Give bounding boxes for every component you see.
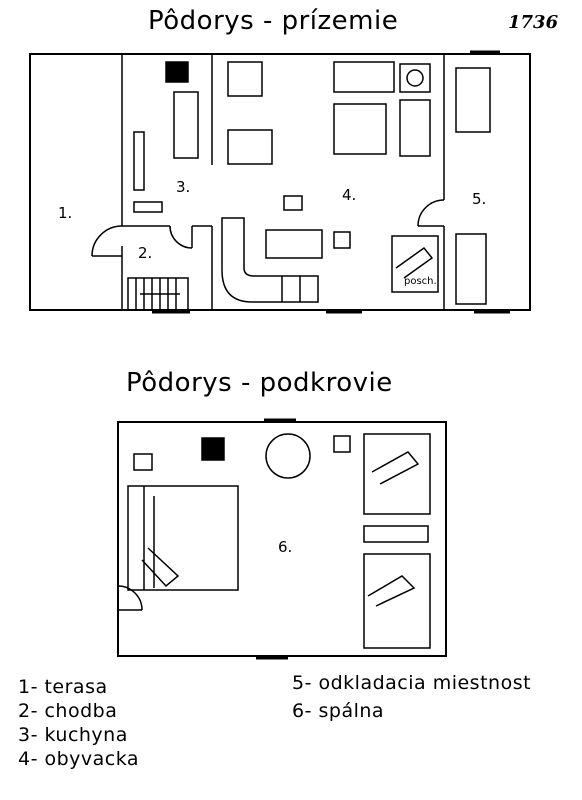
stool-2: [333, 231, 351, 249]
bed-label: posch.: [404, 276, 437, 287]
table-large: [333, 103, 387, 155]
door-storage: [417, 199, 445, 227]
sofa-top: [333, 61, 395, 93]
storage-shelf-2: [455, 233, 487, 305]
legend-item-odkladacia-miestnost: 5- odkladacia miestnost: [292, 672, 532, 694]
room-label-3: 3.: [176, 178, 190, 196]
attic-plan: 6.: [117, 418, 447, 660]
nightstand: [363, 525, 429, 543]
legend-left: 1- terasa 2- chodba 3- kuchyna 4- obyvac…: [18, 676, 139, 772]
door-kitchen: [169, 225, 193, 249]
legend-item-obyvacka: 4- obyvacka: [18, 748, 140, 770]
armchair-2: [227, 129, 273, 165]
double-bed: [127, 485, 239, 591]
room-label-6: 6.: [278, 538, 292, 556]
chimney-block: [165, 61, 189, 83]
coffee-table: [265, 229, 323, 259]
room-label-4: 4.: [342, 186, 356, 204]
attic-stool-1: [133, 453, 153, 471]
stool-1: [283, 195, 303, 211]
attic-title: Pôdorys - podkrovie: [126, 368, 393, 398]
storage-shelf-1: [455, 67, 491, 133]
bunk-bed: [391, 235, 439, 293]
legend-item-kuchyna: 3- kuchyna: [18, 724, 128, 746]
legend-right: 5- odkladacia miestnost 6- spálna: [292, 672, 531, 728]
sheet-number: 1736: [508, 12, 559, 33]
room-label-1: 1.: [58, 204, 72, 222]
kitchen-bench: [133, 201, 163, 213]
attic-outline: [117, 421, 447, 657]
round-table: [265, 433, 311, 479]
kitchen-counter: [173, 91, 199, 159]
attic-stool-2: [333, 435, 351, 453]
single-bed-1: [363, 433, 431, 515]
legend-item-chodba: 2- chodba: [18, 700, 118, 722]
legend-item-spalna: 6- spálna: [292, 700, 385, 722]
corner-sofa: [221, 217, 319, 303]
stove: [399, 63, 431, 93]
attic-chimney: [201, 437, 225, 461]
sofa-side: [399, 99, 431, 157]
ground-floor-plan: 1. 2. 3. 4. 5. posch.: [29, 50, 531, 314]
kitchen-shelf: [133, 131, 145, 191]
ground-floor-title: Pôdorys - prízemie: [148, 6, 399, 36]
room-label-2: 2.: [138, 244, 152, 262]
single-bed-2: [363, 553, 431, 649]
room-label-5: 5.: [472, 190, 486, 208]
armchair-1: [227, 61, 263, 97]
stairs: [127, 277, 189, 311]
legend-item-terasa: 1- terasa: [18, 676, 108, 698]
ground-floor-outline: [29, 53, 531, 311]
door-terrace: [91, 225, 123, 257]
attic-door: [117, 585, 143, 611]
